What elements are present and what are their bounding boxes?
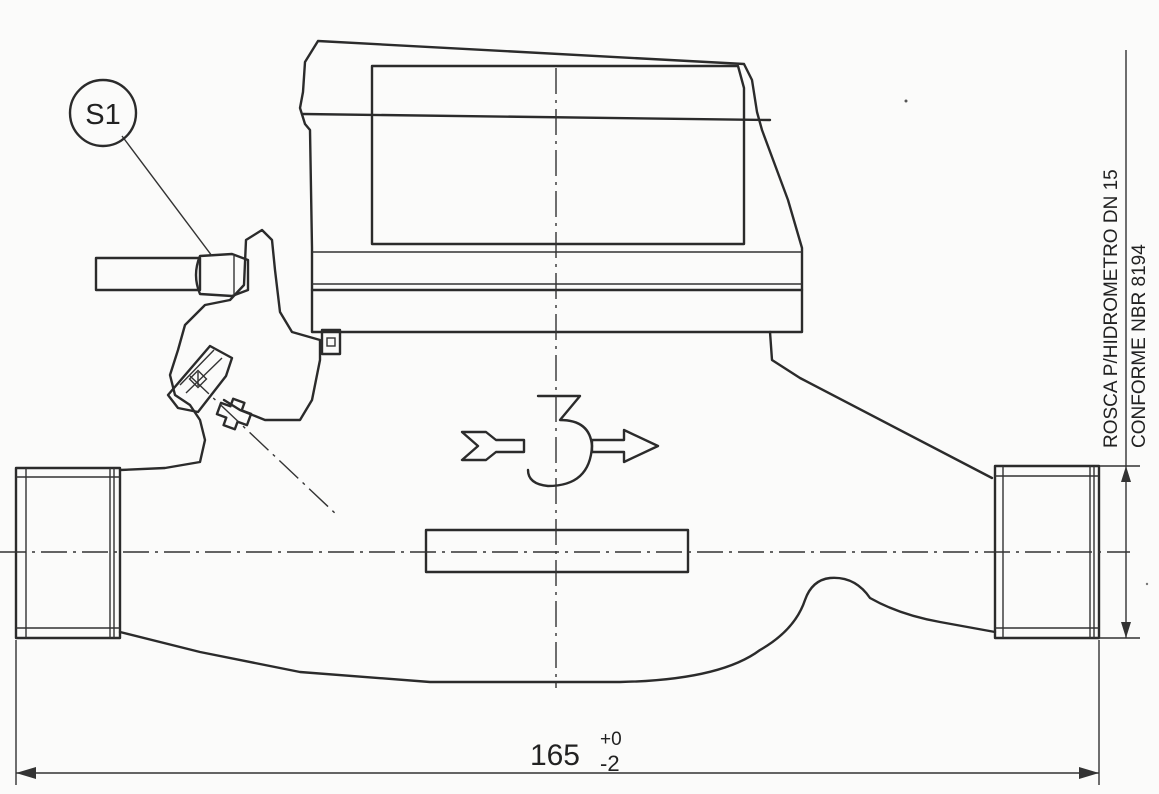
left-thread-connection xyxy=(14,466,122,640)
dimension-value: 165 xyxy=(530,739,580,772)
length-dimension: 165 +0 -2 xyxy=(15,640,1100,785)
dimension-tol-upper: +0 xyxy=(600,729,622,750)
meter-body xyxy=(118,228,997,684)
seal-hole-marker xyxy=(189,375,339,517)
thread-note-line1: ROSCA P/HIDROMETRO DN 15 xyxy=(1101,169,1122,448)
seal-pin xyxy=(94,252,250,298)
register-cover xyxy=(298,39,804,334)
speck xyxy=(1145,582,1149,586)
s1-balloon: S1 xyxy=(68,78,138,148)
s1-leader xyxy=(121,135,213,257)
thread-callout: ROSCA P/HIDROMETRO DN 15 CONFORME NBR 81… xyxy=(1100,50,1150,639)
thread-note-line2: CONFORME NBR 8194 xyxy=(1129,244,1150,448)
s1-label: S1 xyxy=(85,99,120,131)
flow-arrow-icon xyxy=(460,394,660,488)
speck xyxy=(904,99,908,103)
name-plate-slot xyxy=(424,528,690,574)
seal-lead xyxy=(166,344,234,414)
dimension-tol-lower: -2 xyxy=(600,751,620,776)
